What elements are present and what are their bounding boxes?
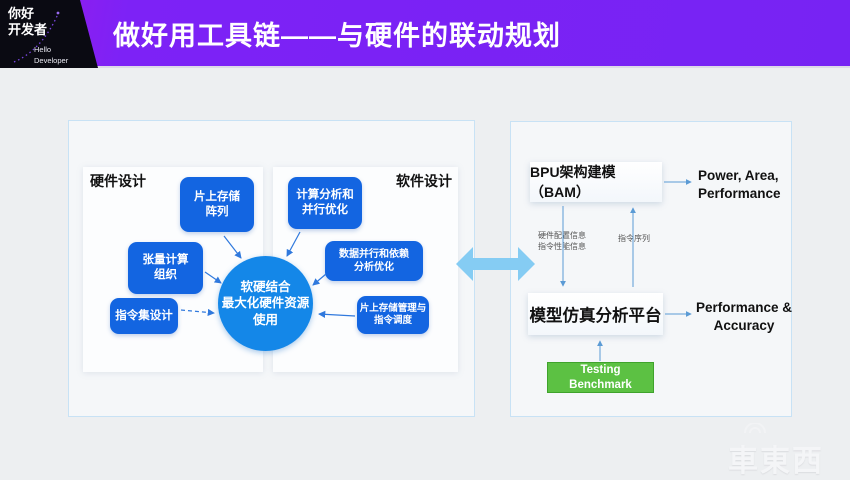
logo-cn-line2: 开发者 [8, 22, 48, 38]
testing-benchmark-box: Testing Benchmark [547, 362, 654, 393]
logo-en-line2: Developer [34, 56, 69, 66]
node-text: 组织 [154, 269, 177, 281]
node-text: 指令集设计 [115, 309, 173, 322]
logo-en-line1: Hello [34, 45, 52, 54]
hw-config-info-label: 硬件配置信息 指令性能信息 [538, 230, 586, 252]
logo-cn-text: 你好 开发者 [8, 6, 47, 39]
platform-output-line1: Performance & [695, 300, 793, 315]
logo-en-text: Hello Developer [34, 44, 68, 67]
logo-trajectory-curve [13, 11, 60, 63]
platform-output-line2: Accuracy [713, 318, 775, 334]
watermark-signal-icon [744, 423, 766, 434]
bam-output-text: Power, Area, Performance [698, 167, 781, 203]
node-text: 阵列 [205, 205, 229, 218]
instruction-sequence-label: 指令序列 [618, 234, 650, 243]
node-storage-mgmt-scheduling: 片上存储管理与 指令调度 [357, 296, 429, 334]
node-text: 片上存储管理与 [359, 302, 427, 314]
node-text: 数据并行和依赖 [339, 249, 409, 260]
simulation-platform-box: 模型仿真分析平台 [528, 293, 663, 335]
slide-header [0, 0, 850, 68]
platform-box-text: 模型仿真分析平台 [529, 307, 662, 325]
node-isa-design: 指令集设计 [110, 298, 178, 334]
benchmark-line1: Testing [580, 364, 621, 377]
benchmark-line2: Benchmark [569, 378, 632, 391]
config-label-line2: 指令性能信息 [538, 242, 586, 252]
hw-sw-combination-circle: 软硬结合 最大化硬件资源 使用 [218, 256, 313, 351]
logo-cn-line1: 你好 [8, 6, 35, 21]
software-design-label: 软件设计 [396, 173, 452, 189]
page-title: 做好用工具链——与硬件的联动规划 [113, 20, 561, 51]
watermark-logo: 車東西 [728, 445, 824, 478]
node-text: 计算分析和 [296, 189, 354, 202]
node-text: 并行优化 [302, 204, 348, 216]
circle-text: 软硬结合 [240, 280, 291, 295]
bam-box-text: BPU架构建模（BAM） [530, 164, 616, 200]
node-text: 张量计算 [142, 254, 189, 267]
config-label-line1: 硬件配置信息 [538, 231, 586, 240]
node-tensor-compute-org: 张量计算 组织 [128, 242, 203, 294]
bam-output-line2: Performance [698, 186, 781, 202]
node-text: 片上存储 [194, 190, 240, 203]
bam-modeling-box: BPU架构建模（BAM） [530, 162, 662, 202]
bam-output-line1: Power, Area, [698, 168, 779, 183]
node-text: 指令调度 [373, 315, 412, 326]
hardware-design-label: 硬件设计 [90, 173, 146, 189]
hello-developer-logo [0, 0, 80, 68]
node-text: 分析优化 [354, 262, 394, 273]
platform-output-text: Performance & Accuracy [691, 299, 797, 335]
circle-text: 最大化硬件资源 [221, 296, 310, 311]
node-compute-analysis: 计算分析和 并行优化 [288, 177, 362, 229]
node-onchip-storage-array: 片上存储 阵列 [180, 177, 254, 232]
circle-text: 使用 [252, 312, 278, 327]
node-data-parallel-analysis: 数据并行和依赖 分析优化 [325, 241, 423, 281]
